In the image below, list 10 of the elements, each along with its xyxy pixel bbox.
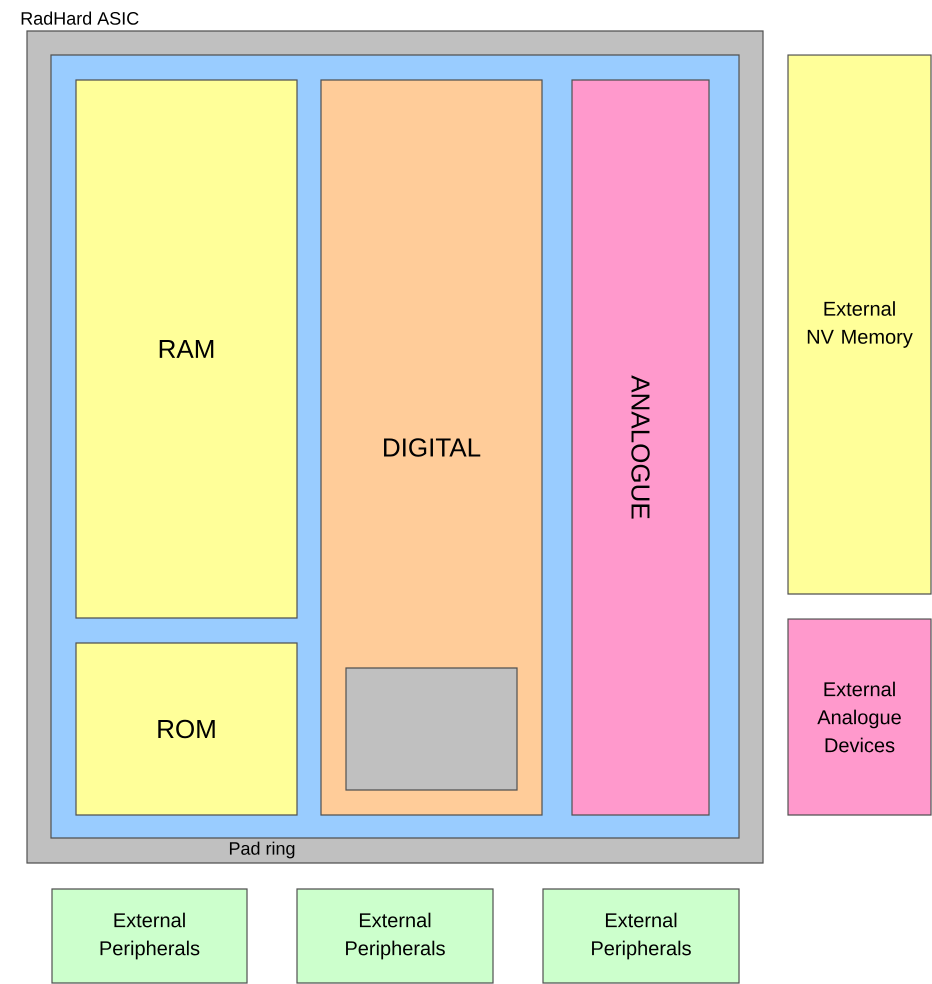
core-block — [345, 667, 518, 791]
memory-block: RAM — [75, 79, 298, 619]
peripheral-box: External Peripherals — [542, 888, 740, 984]
external-device-box: External Analogue Devices — [787, 618, 932, 816]
external-memory-box: External NV Memory — [787, 54, 932, 595]
memory-block: ROM — [75, 642, 298, 816]
peripheral-box: External Peripherals — [296, 888, 494, 984]
node-label: RadHard ASIC — [22, 12, 139, 25]
analogue-block: ANALOGUE — [571, 79, 710, 816]
peripheral-box: External Peripherals — [51, 888, 248, 984]
